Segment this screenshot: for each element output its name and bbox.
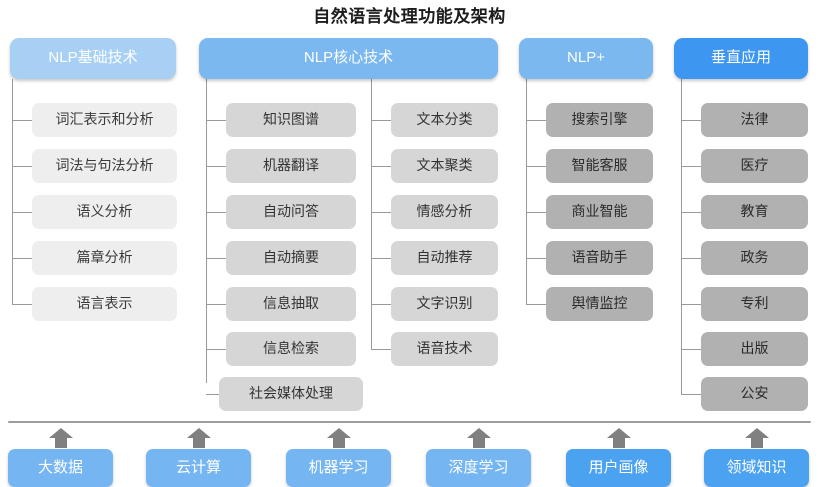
list-item[interactable]: 舆情监控 (546, 287, 653, 321)
connector-trunk-col1 (12, 79, 13, 304)
connector-branch (681, 258, 701, 259)
list-item[interactable]: 机器翻译 (226, 149, 356, 183)
connector-branch (12, 258, 32, 259)
connector-branch (12, 166, 32, 167)
connector-branch (681, 212, 701, 213)
header-vertical-apps[interactable]: 垂直应用 (674, 38, 808, 79)
foundation-item-machine-learning[interactable]: 机器学习 (286, 449, 391, 487)
connector-trunk-col2-left (206, 79, 207, 383)
foundation-item-cloud-computing[interactable]: 云计算 (146, 449, 251, 487)
header-nlp-plus[interactable]: NLP+ (519, 38, 653, 79)
up-arrow-icon (48, 427, 74, 449)
connector-branch (681, 394, 701, 395)
list-item[interactable]: 信息抽取 (226, 287, 356, 321)
list-item[interactable]: 搜索引擎 (546, 103, 653, 137)
list-item[interactable]: 篇章分析 (32, 241, 177, 275)
connector-branch (681, 304, 701, 305)
connector-trunk-col3 (526, 79, 527, 304)
connector-branch (371, 304, 391, 305)
foundation-item-deep-learning[interactable]: 深度学习 (426, 449, 531, 487)
list-item[interactable]: 文本聚类 (391, 149, 498, 183)
connector-branch (12, 120, 32, 121)
list-item[interactable]: 语言表示 (32, 287, 177, 321)
connector-branch (206, 166, 226, 167)
list-item[interactable]: 词法与句法分析 (32, 149, 177, 183)
connector-branch (12, 304, 32, 305)
connector-branch (371, 212, 391, 213)
foundation-item-domain-knowledge[interactable]: 领域知识 (704, 449, 809, 487)
up-arrow-icon (466, 427, 492, 449)
connector-branch (526, 304, 546, 305)
connector-trunk-col2-right (371, 79, 372, 349)
connector-branch (371, 166, 391, 167)
connector-branch (526, 212, 546, 213)
list-item[interactable]: 文本分类 (391, 103, 498, 137)
list-item[interactable]: 出版 (701, 332, 808, 366)
list-item[interactable]: 法律 (701, 103, 808, 137)
connector-branch (206, 212, 226, 213)
list-item[interactable]: 专利 (701, 287, 808, 321)
list-item[interactable]: 情感分析 (391, 195, 498, 229)
foundation-item-big-data[interactable]: 大数据 (8, 449, 113, 487)
list-item[interactable]: 政务 (701, 241, 808, 275)
list-item[interactable]: 知识图谱 (226, 103, 356, 137)
section-divider (8, 421, 811, 423)
up-arrow-icon (326, 427, 352, 449)
list-item[interactable]: 信息检索 (226, 332, 356, 366)
header-nlp-basic[interactable]: NLP基础技术 (10, 38, 176, 79)
foundation-item-user-profile[interactable]: 用户画像 (566, 449, 671, 487)
connector-branch (206, 304, 226, 305)
connector-branch (526, 120, 546, 121)
connector-branch (12, 212, 32, 213)
connector-branch (681, 120, 701, 121)
connector-branch (526, 258, 546, 259)
connector-trunk-col4 (681, 79, 682, 395)
list-item[interactable]: 智能客服 (546, 149, 653, 183)
list-item[interactable]: 自动推荐 (391, 241, 498, 275)
list-item[interactable]: 语音技术 (391, 332, 498, 366)
list-item[interactable]: 教育 (701, 195, 808, 229)
page-title: 自然语言处理功能及架构 (313, 7, 506, 26)
connector-branch (206, 120, 226, 121)
connector-branch (526, 166, 546, 167)
list-item[interactable]: 文字识别 (391, 287, 498, 321)
connector-branch (206, 394, 226, 395)
connector-branch (206, 349, 226, 350)
connector-branch (371, 349, 391, 350)
list-item[interactable]: 语义分析 (32, 195, 177, 229)
list-item[interactable]: 自动问答 (226, 195, 356, 229)
connector-branch (371, 258, 391, 259)
list-item[interactable]: 社会媒体处理 (219, 377, 363, 411)
list-item[interactable]: 医疗 (701, 149, 808, 183)
up-arrow-icon (744, 427, 770, 449)
list-item[interactable]: 公安 (701, 377, 808, 411)
connector-branch (681, 166, 701, 167)
connector-branch (371, 120, 391, 121)
list-item[interactable]: 语音助手 (546, 241, 653, 275)
up-arrow-icon (186, 427, 212, 449)
list-item[interactable]: 词汇表示和分析 (32, 103, 177, 137)
up-arrow-icon (606, 427, 632, 449)
list-item[interactable]: 自动摘要 (226, 241, 356, 275)
list-item[interactable]: 商业智能 (546, 195, 653, 229)
connector-branch (681, 349, 701, 350)
header-nlp-core[interactable]: NLP核心技术 (199, 38, 498, 79)
connector-branch (206, 258, 226, 259)
